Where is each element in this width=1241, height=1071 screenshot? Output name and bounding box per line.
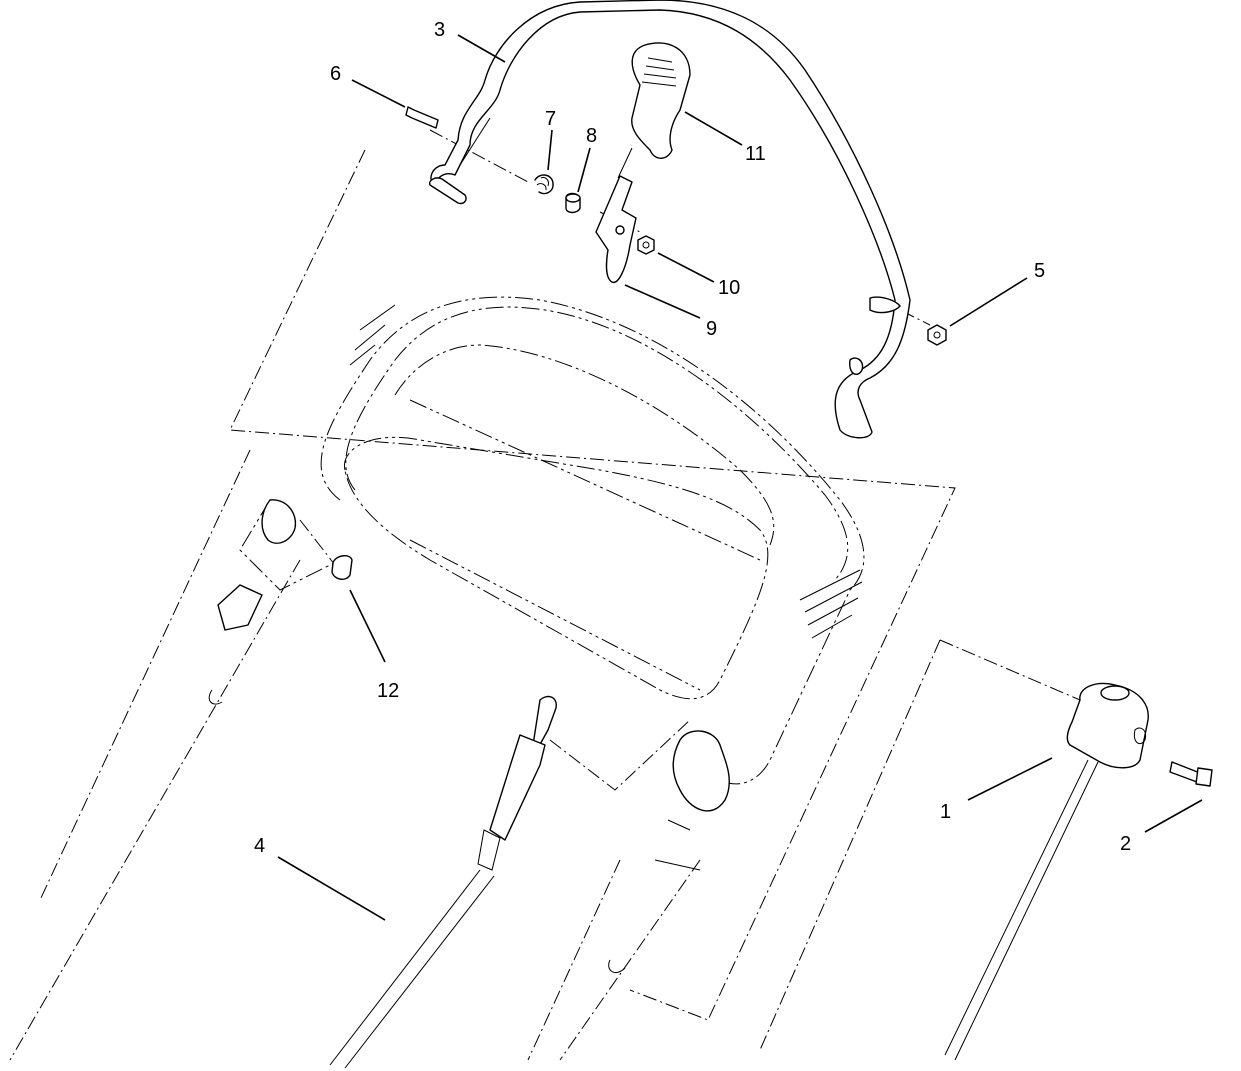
switch-assembly xyxy=(944,682,1149,1061)
lever-bracket xyxy=(595,175,637,283)
callout-2: 2 xyxy=(1120,833,1131,855)
callout-3: 3 xyxy=(434,19,445,41)
alignment-lines xyxy=(9,129,1081,1061)
callout-4: 4 xyxy=(254,835,265,857)
callout-1: 1 xyxy=(940,801,951,823)
callout-labels: 3 6 7 8 11 10 9 5 12 4 1 2 xyxy=(254,19,1131,857)
callout-8: 8 xyxy=(586,125,597,147)
callout-10: 10 xyxy=(718,277,740,299)
leader-lines xyxy=(277,34,1203,921)
callout-12: 12 xyxy=(377,680,399,702)
bolt xyxy=(1169,761,1213,787)
callout-11: 11 xyxy=(745,143,766,165)
callout-9: 9 xyxy=(706,318,717,340)
upper-handle-bail xyxy=(430,0,911,439)
hardware xyxy=(331,106,947,580)
handle-body xyxy=(208,296,865,973)
callout-6: 6 xyxy=(330,63,341,85)
control-cable xyxy=(329,695,557,1069)
callout-7: 7 xyxy=(545,108,556,130)
control-lever xyxy=(617,42,691,179)
callout-5: 5 xyxy=(1034,260,1045,282)
